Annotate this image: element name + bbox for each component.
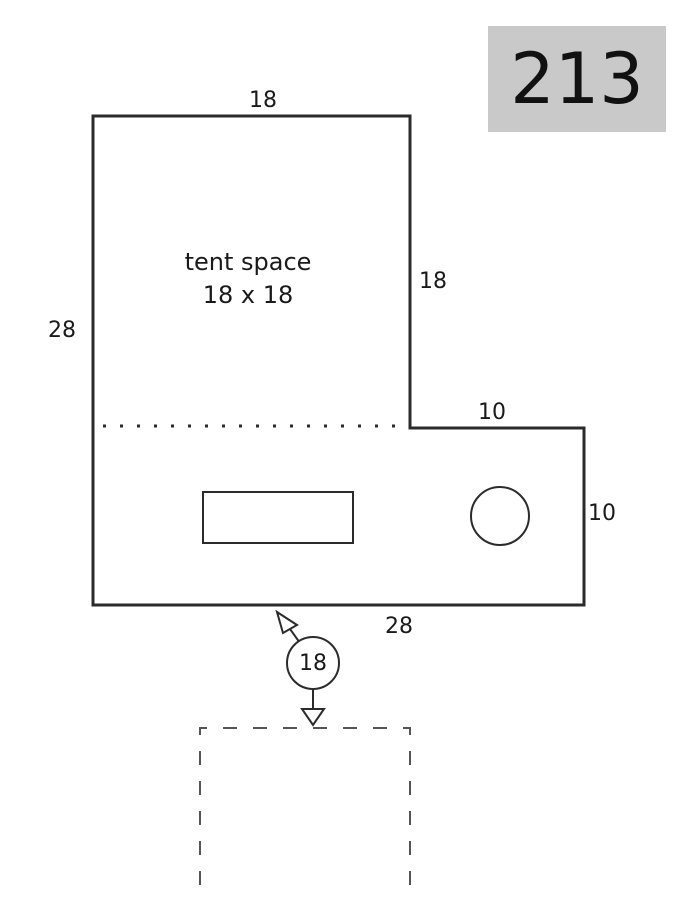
parking-arrow-head-up [275, 609, 299, 635]
dimension-step-right: 10 [588, 501, 616, 526]
dimension-bottom: 28 [385, 614, 413, 639]
dimension-left: 28 [48, 318, 76, 343]
parking-spur-outline [199, 727, 411, 885]
parking-arrow-head-down [300, 708, 326, 727]
tent-space-label: tent space 18 x 18 [148, 246, 348, 312]
tent-space-title: tent space [184, 248, 312, 276]
site-number-badge: 213 [488, 26, 666, 132]
site-boundary [91, 114, 586, 607]
fire-ring [470, 486, 530, 546]
parking-length: 18 [299, 650, 327, 676]
site-number: 213 [510, 38, 644, 120]
picnic-table [202, 491, 354, 544]
tent-space-size: 18 x 18 [202, 281, 294, 309]
dimension-step-top: 10 [478, 400, 506, 425]
dimension-inner-right: 18 [419, 269, 447, 294]
dimension-top: 18 [249, 88, 277, 113]
